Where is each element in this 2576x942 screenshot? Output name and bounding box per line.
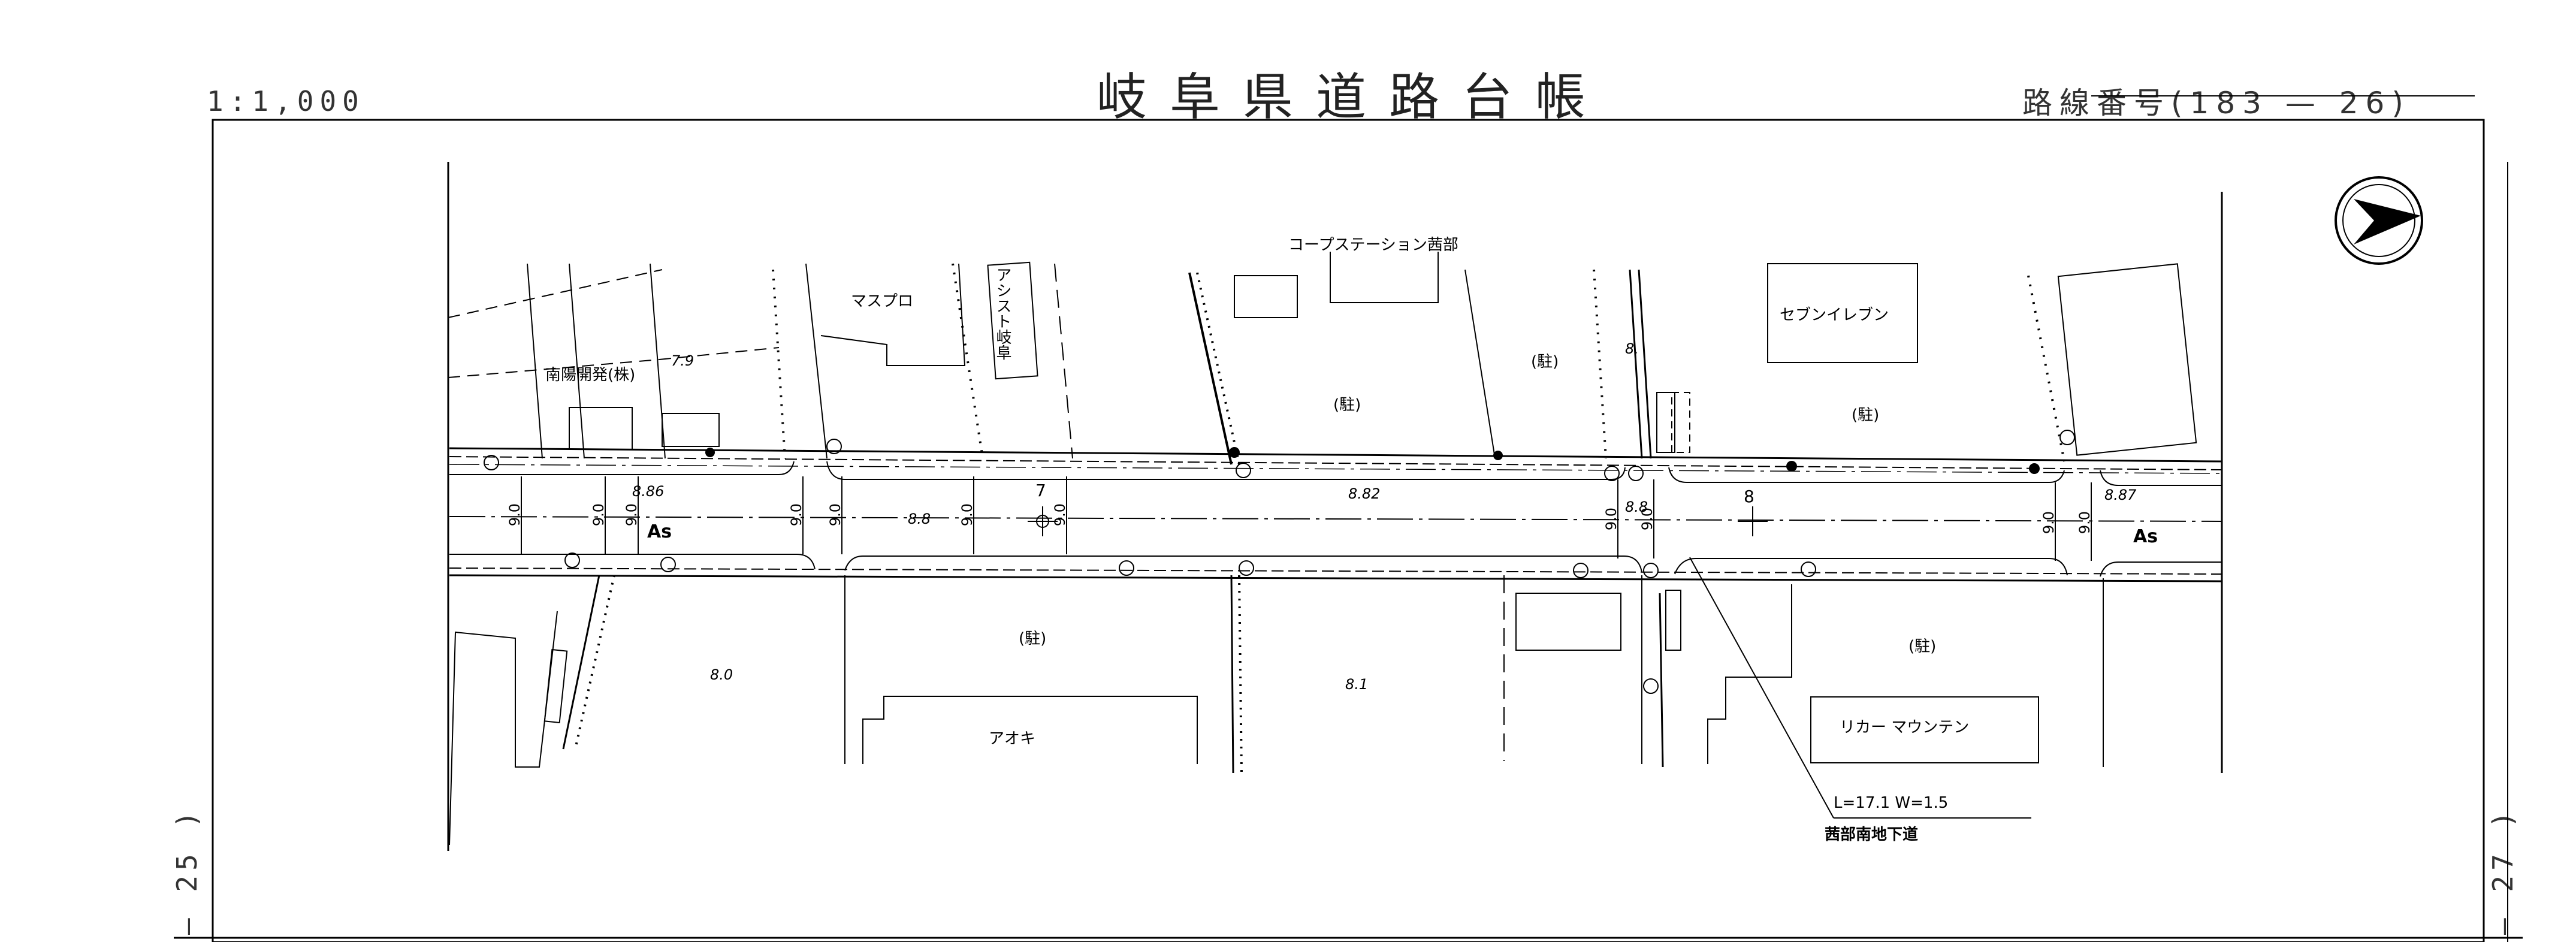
parking-label: (駐) <box>1019 630 1047 648</box>
station-marker: 8 <box>1744 487 1754 506</box>
parking-label: (駐) <box>1852 406 1880 424</box>
road-width-label: 9.0 <box>959 503 976 527</box>
building-nanyo-kaihatsu: 南陽開発(株) <box>545 366 636 384</box>
road-width-label: 9.0 <box>2040 511 2058 535</box>
building-masupuro: マスプロ <box>851 292 914 310</box>
markers <box>484 430 2075 694</box>
upper-parcels <box>448 252 2197 465</box>
station-marker: 7 <box>1035 481 1046 500</box>
road-width-label: 9.0 <box>623 503 641 527</box>
building-liquor-mountain: リカー マウンテン <box>1840 718 1970 736</box>
surface-label: As <box>647 521 672 542</box>
road-width-label: 9.0 <box>1052 503 1069 527</box>
road-bottom-edge <box>449 554 2222 582</box>
surface-label: As <box>2133 526 2158 547</box>
elevation-label: 7.9 <box>671 352 694 369</box>
elevation-label: 8.8 <box>908 511 931 527</box>
utility-poles <box>705 447 2040 474</box>
building-seven-eleven: セブンイレブン <box>1780 306 1889 324</box>
building-aoki: アオキ <box>989 730 1036 748</box>
parking-label: (駐) <box>1333 396 1361 414</box>
north-arrow-icon <box>2335 176 2423 265</box>
road-width-label: 9.0 <box>788 503 805 527</box>
elevation-label: 8.8 <box>1625 499 1648 515</box>
road-width-label: 9.0 <box>1603 507 1620 531</box>
road-width-label: 9.0 <box>827 503 844 527</box>
road-width-label: 9.0 <box>590 503 608 527</box>
road-width-label: 9.0 <box>506 503 524 527</box>
elevation-label: 8.1 <box>1345 676 1369 693</box>
elevation-label: 8.86 <box>632 483 665 500</box>
elevation-label: 8. <box>1625 340 1639 357</box>
underpass-dimensions: L=17.1 W=1.5 <box>1834 794 1949 812</box>
map-frame <box>212 119 2485 942</box>
road-center-line <box>449 516 2222 522</box>
route-number: 路線番号(183 — 26) <box>2022 86 2411 120</box>
lower-parcels <box>449 575 2104 846</box>
parking-label: (駐) <box>1531 353 1559 371</box>
page-title: 岐阜県道路台帳 <box>1097 68 1609 126</box>
underpass-leader <box>1689 557 2031 819</box>
elevation-label: 8.87 <box>2104 487 2137 503</box>
road-width-label: 9.0 <box>2076 511 2094 535</box>
road-width-arrows <box>521 476 2092 561</box>
elevation-label: 8.0 <box>710 666 733 683</box>
parking-label: (駐) <box>1908 638 1937 656</box>
road-width-label: 9.0 <box>1639 507 1656 531</box>
elevation-label: 8.82 <box>1348 485 1381 502</box>
building-coop-station: コープステーション茜部 <box>1288 236 1458 254</box>
building-assist-gifu: アシスト岐阜 <box>993 267 1011 360</box>
scale-label: 1:1,000 <box>207 85 365 117</box>
road-top-edge <box>449 447 2222 486</box>
underpass-name: 茜部南地下道 <box>1825 826 1919 844</box>
